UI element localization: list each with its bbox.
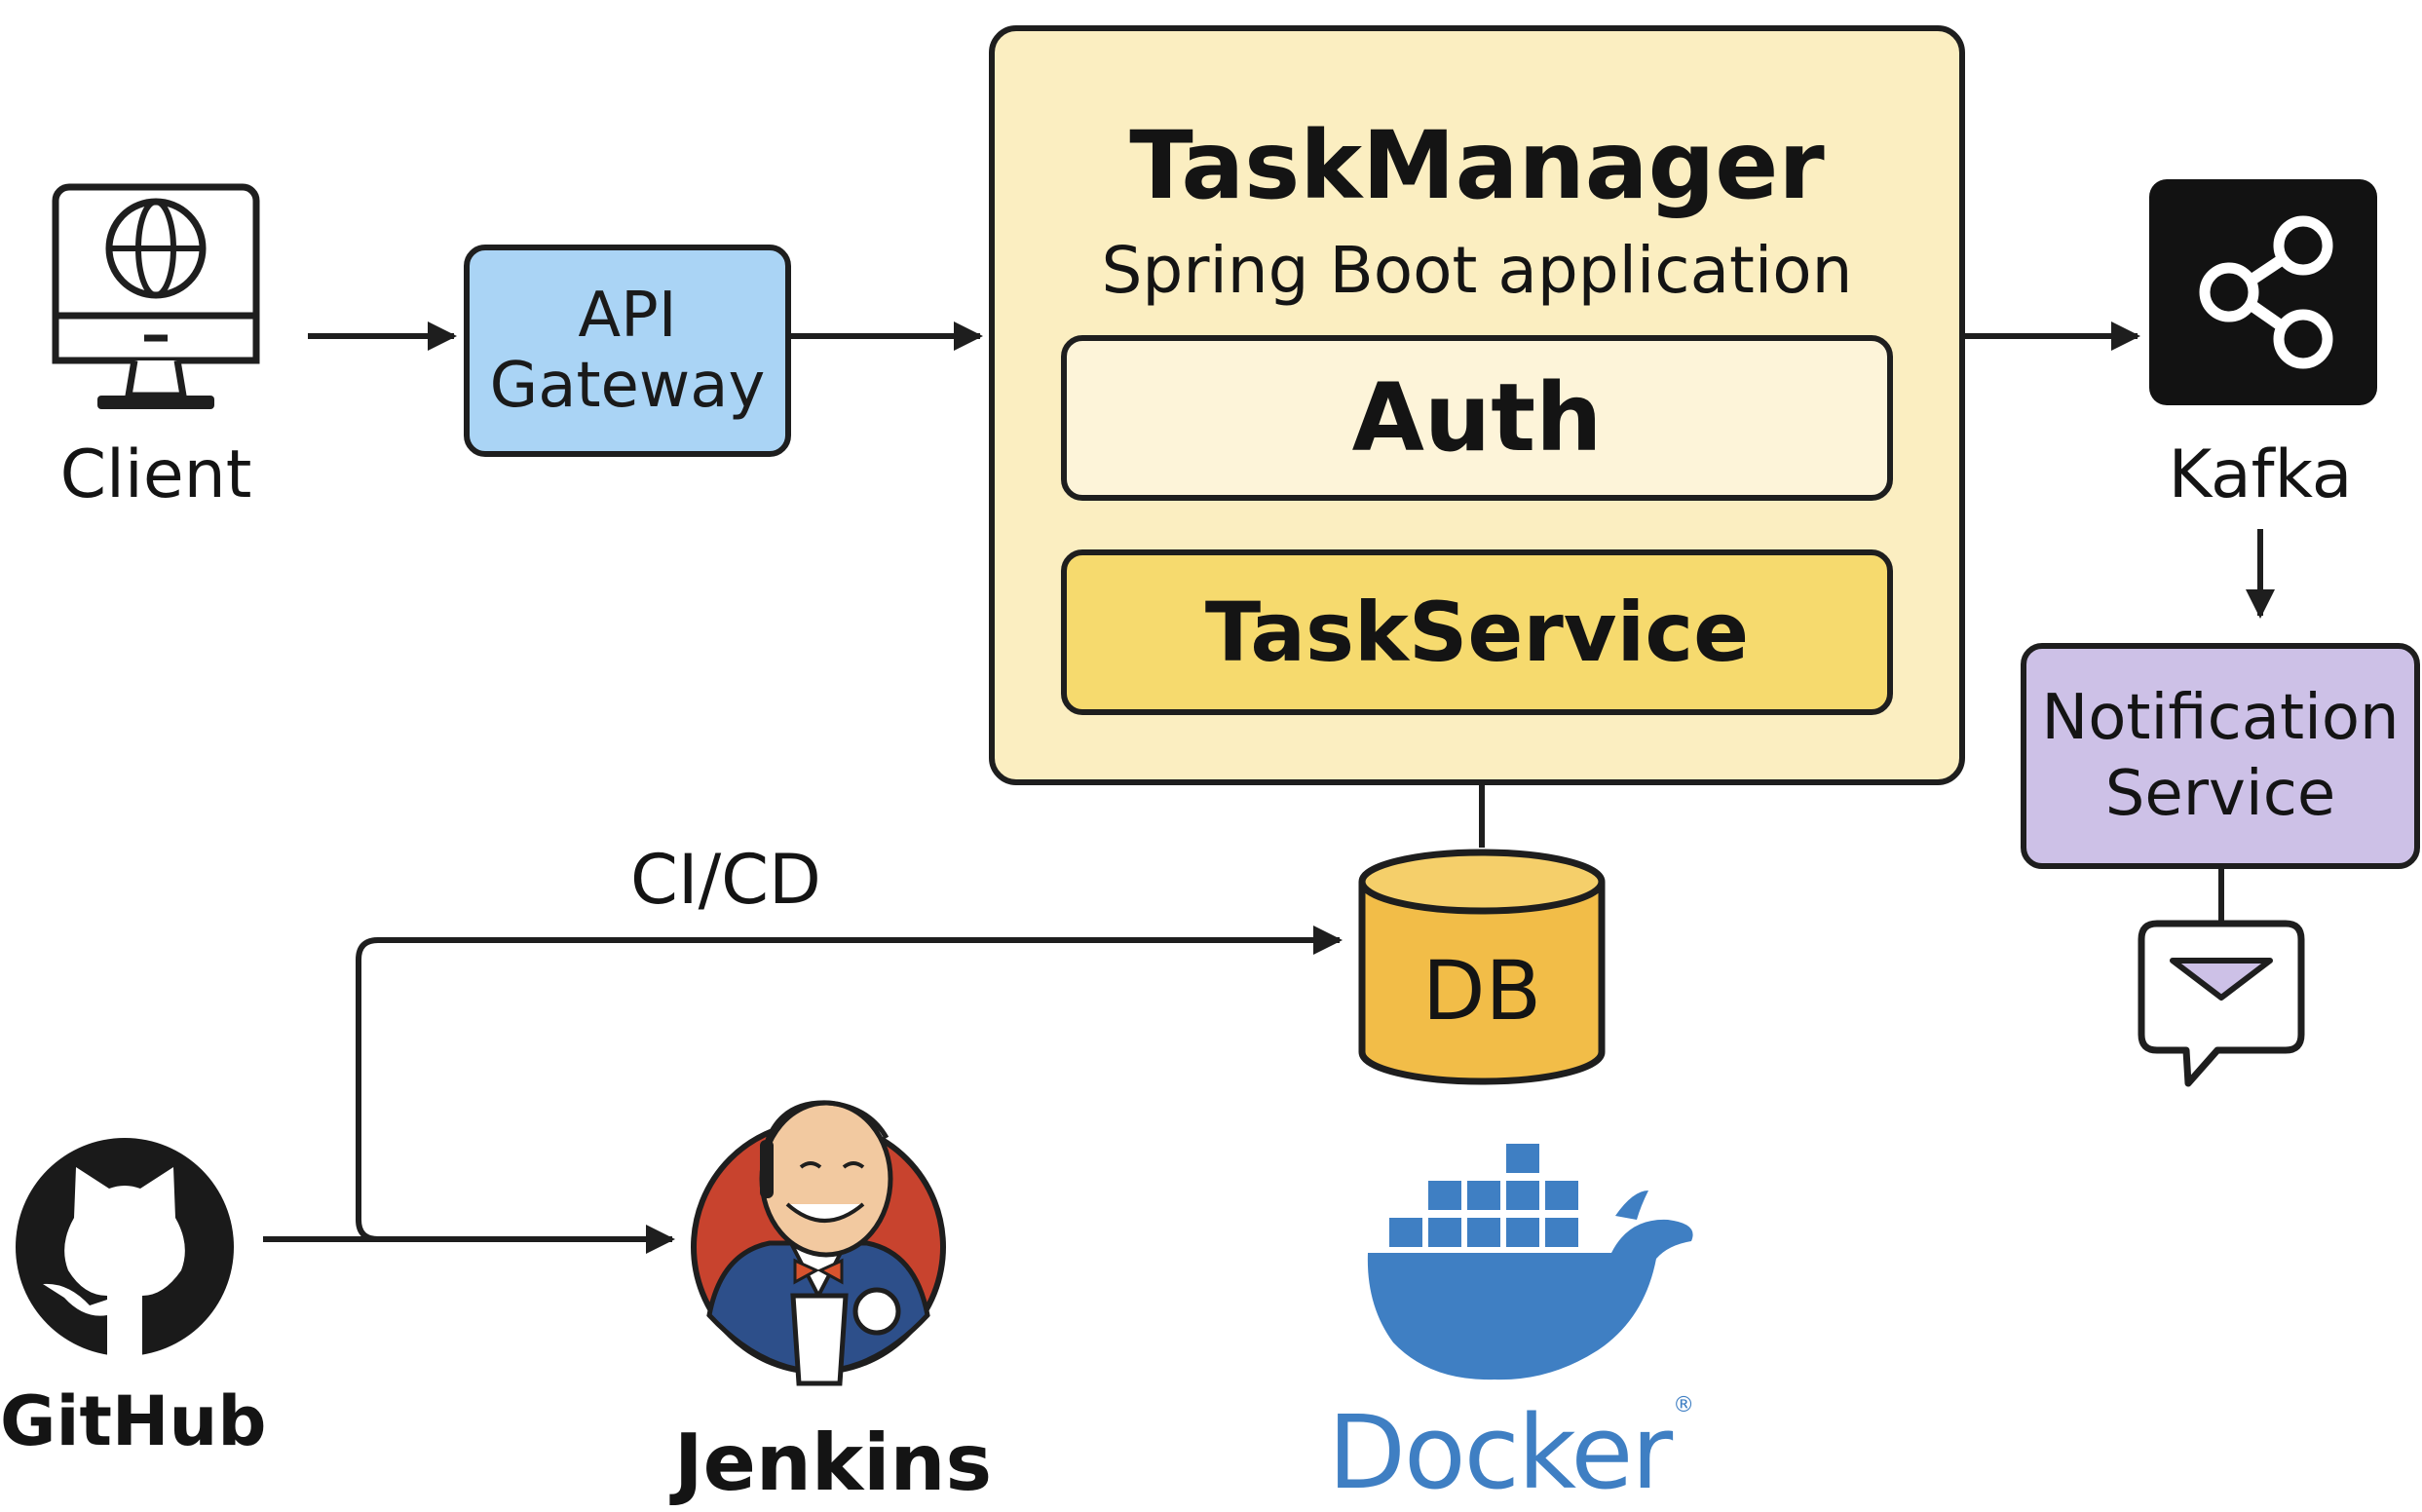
docker-registered-mark: ® — [1673, 1393, 1694, 1418]
notification-line1: Notification — [2041, 682, 2400, 754]
api-gateway-box: API Gateway — [464, 245, 791, 457]
github-label: GitHub — [0, 1381, 267, 1461]
docker-label-text: Docker — [1327, 1393, 1673, 1512]
api-gateway-line2: Gateway — [489, 350, 766, 422]
notification-service-box: Notification Service — [2021, 643, 2420, 869]
computer-globe-icon — [52, 183, 260, 409]
share-nodes-icon — [2149, 179, 2377, 405]
docker-label: Docker® — [1325, 1393, 1695, 1512]
db-cylinder — [1358, 849, 1606, 1085]
jenkins-butler-icon — [691, 1100, 946, 1386]
taskmanager-subtitle: Spring Boot application — [1101, 233, 1853, 308]
jenkins-label: Jenkins — [673, 1418, 993, 1508]
auth-label: Auth — [1351, 363, 1603, 472]
api-gateway-line1: API — [578, 280, 677, 352]
auth-box: Auth — [1061, 335, 1893, 501]
client-label: Client — [59, 436, 252, 513]
kafka-label: Kafka — [2168, 436, 2353, 513]
taskservice-label: TaskService — [1204, 585, 1750, 680]
cicd-label: CI/CD — [630, 840, 821, 920]
taskservice-box: TaskService — [1061, 549, 1893, 715]
docker-whale-icon — [1367, 1144, 1693, 1380]
notification-line2: Service — [2104, 758, 2336, 830]
line-cicd-to-db — [356, 926, 1343, 1242]
github-octocat-icon — [16, 1138, 234, 1356]
message-bubble-icon — [2138, 920, 2305, 1087]
db-label: DB — [1421, 943, 1542, 1039]
taskmanager-title: TaskManager — [1129, 111, 1825, 220]
